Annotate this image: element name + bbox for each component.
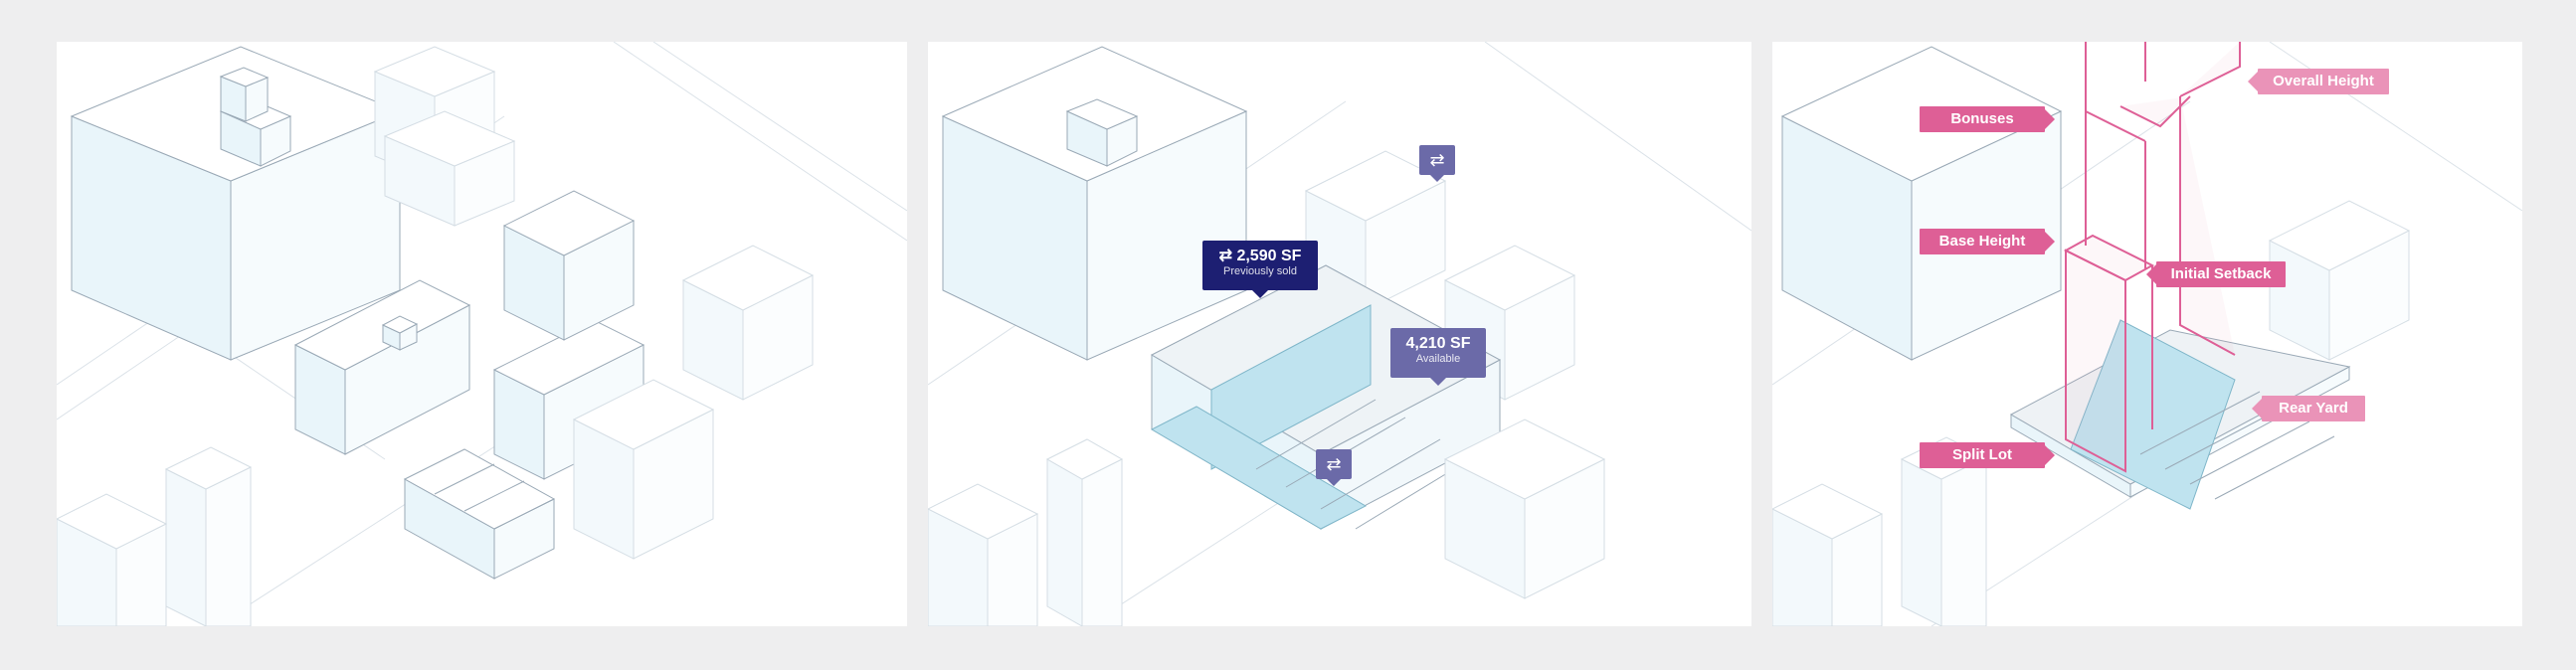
rear-yard-label-text: Rear Yard (2279, 400, 2348, 417)
swap-icon: ⇄ (1429, 150, 1445, 170)
rear-yard-label[interactable]: Rear Yard (2252, 396, 2365, 421)
previously-sold-caption: Previously sold (1223, 265, 1297, 277)
tall-tower (941, 46, 1248, 361)
available-value: 4,210 SF (1405, 335, 1471, 352)
tag-pointer (1430, 175, 1444, 182)
overall-height-label[interactable]: Overall Height (2248, 69, 2389, 94)
swap-marker-top[interactable]: ⇄ (1419, 145, 1455, 182)
foreground-buildings (57, 245, 815, 626)
tag-pointer (1252, 290, 1268, 298)
bonuses-label[interactable]: Bonuses (1920, 106, 2055, 132)
swap-icon: ⇄ (1218, 248, 1232, 264)
zoning-envelope-illustration (1772, 42, 2522, 626)
zoning-envelope-lines (2063, 42, 2241, 473)
previously-sold-value-row: ⇄ 2,590 SF (1202, 248, 1318, 265)
previously-sold-tag[interactable]: ⇄ 2,590 SF Previously sold (1202, 241, 1318, 298)
overall-height-label-text: Overall Height (2273, 73, 2374, 89)
initial-setback-label[interactable]: Initial Setback (2146, 261, 2286, 287)
label-pointer (2146, 264, 2156, 284)
swap-icon: ⇄ (1326, 454, 1342, 474)
initial-setback-label-text: Initial Setback (2170, 265, 2272, 282)
label-pointer (2248, 72, 2258, 91)
split-lot-label[interactable]: Split Lot (1920, 442, 2055, 468)
panel-zoning-envelope: Bonuses Base Height Split Lot Overall He… (1772, 42, 2522, 626)
label-pointer (2045, 232, 2055, 251)
neighbor-buildings (1772, 200, 2411, 626)
bonuses-label-text: Bonuses (1950, 110, 2014, 127)
panel-city-massing (57, 42, 907, 626)
base-height-label[interactable]: Base Height (1920, 229, 2055, 254)
tag-pointer (1430, 378, 1446, 386)
midblock-buildings (492, 190, 645, 480)
base-height-label-text: Base Height (1938, 233, 2026, 250)
label-pointer (2045, 445, 2055, 465)
tall-tower (1780, 46, 2063, 361)
foreground-buildings (928, 419, 1606, 626)
rear-buildings (373, 46, 516, 227)
air-rights-illustration (928, 42, 1751, 626)
split-lot-label-text: Split Lot (1952, 446, 2012, 463)
subject-building (293, 279, 471, 455)
tag-pointer (1327, 479, 1341, 486)
tall-tower (70, 46, 402, 361)
label-pointer (2045, 109, 2055, 129)
label-pointer (2252, 399, 2262, 419)
panel-air-rights: ⇄ 2,590 SF Previously sold 4,210 SF Avai… (928, 42, 1751, 626)
city-massing-illustration (57, 42, 907, 626)
available-caption: Available (1415, 353, 1461, 365)
rowhouses (403, 448, 556, 580)
previously-sold-value: 2,590 SF (1236, 248, 1302, 264)
lot-volume (1150, 264, 1502, 530)
swap-marker-lot[interactable]: ⇄ (1316, 449, 1352, 486)
available-tag[interactable]: 4,210 SF Available (1390, 328, 1486, 386)
